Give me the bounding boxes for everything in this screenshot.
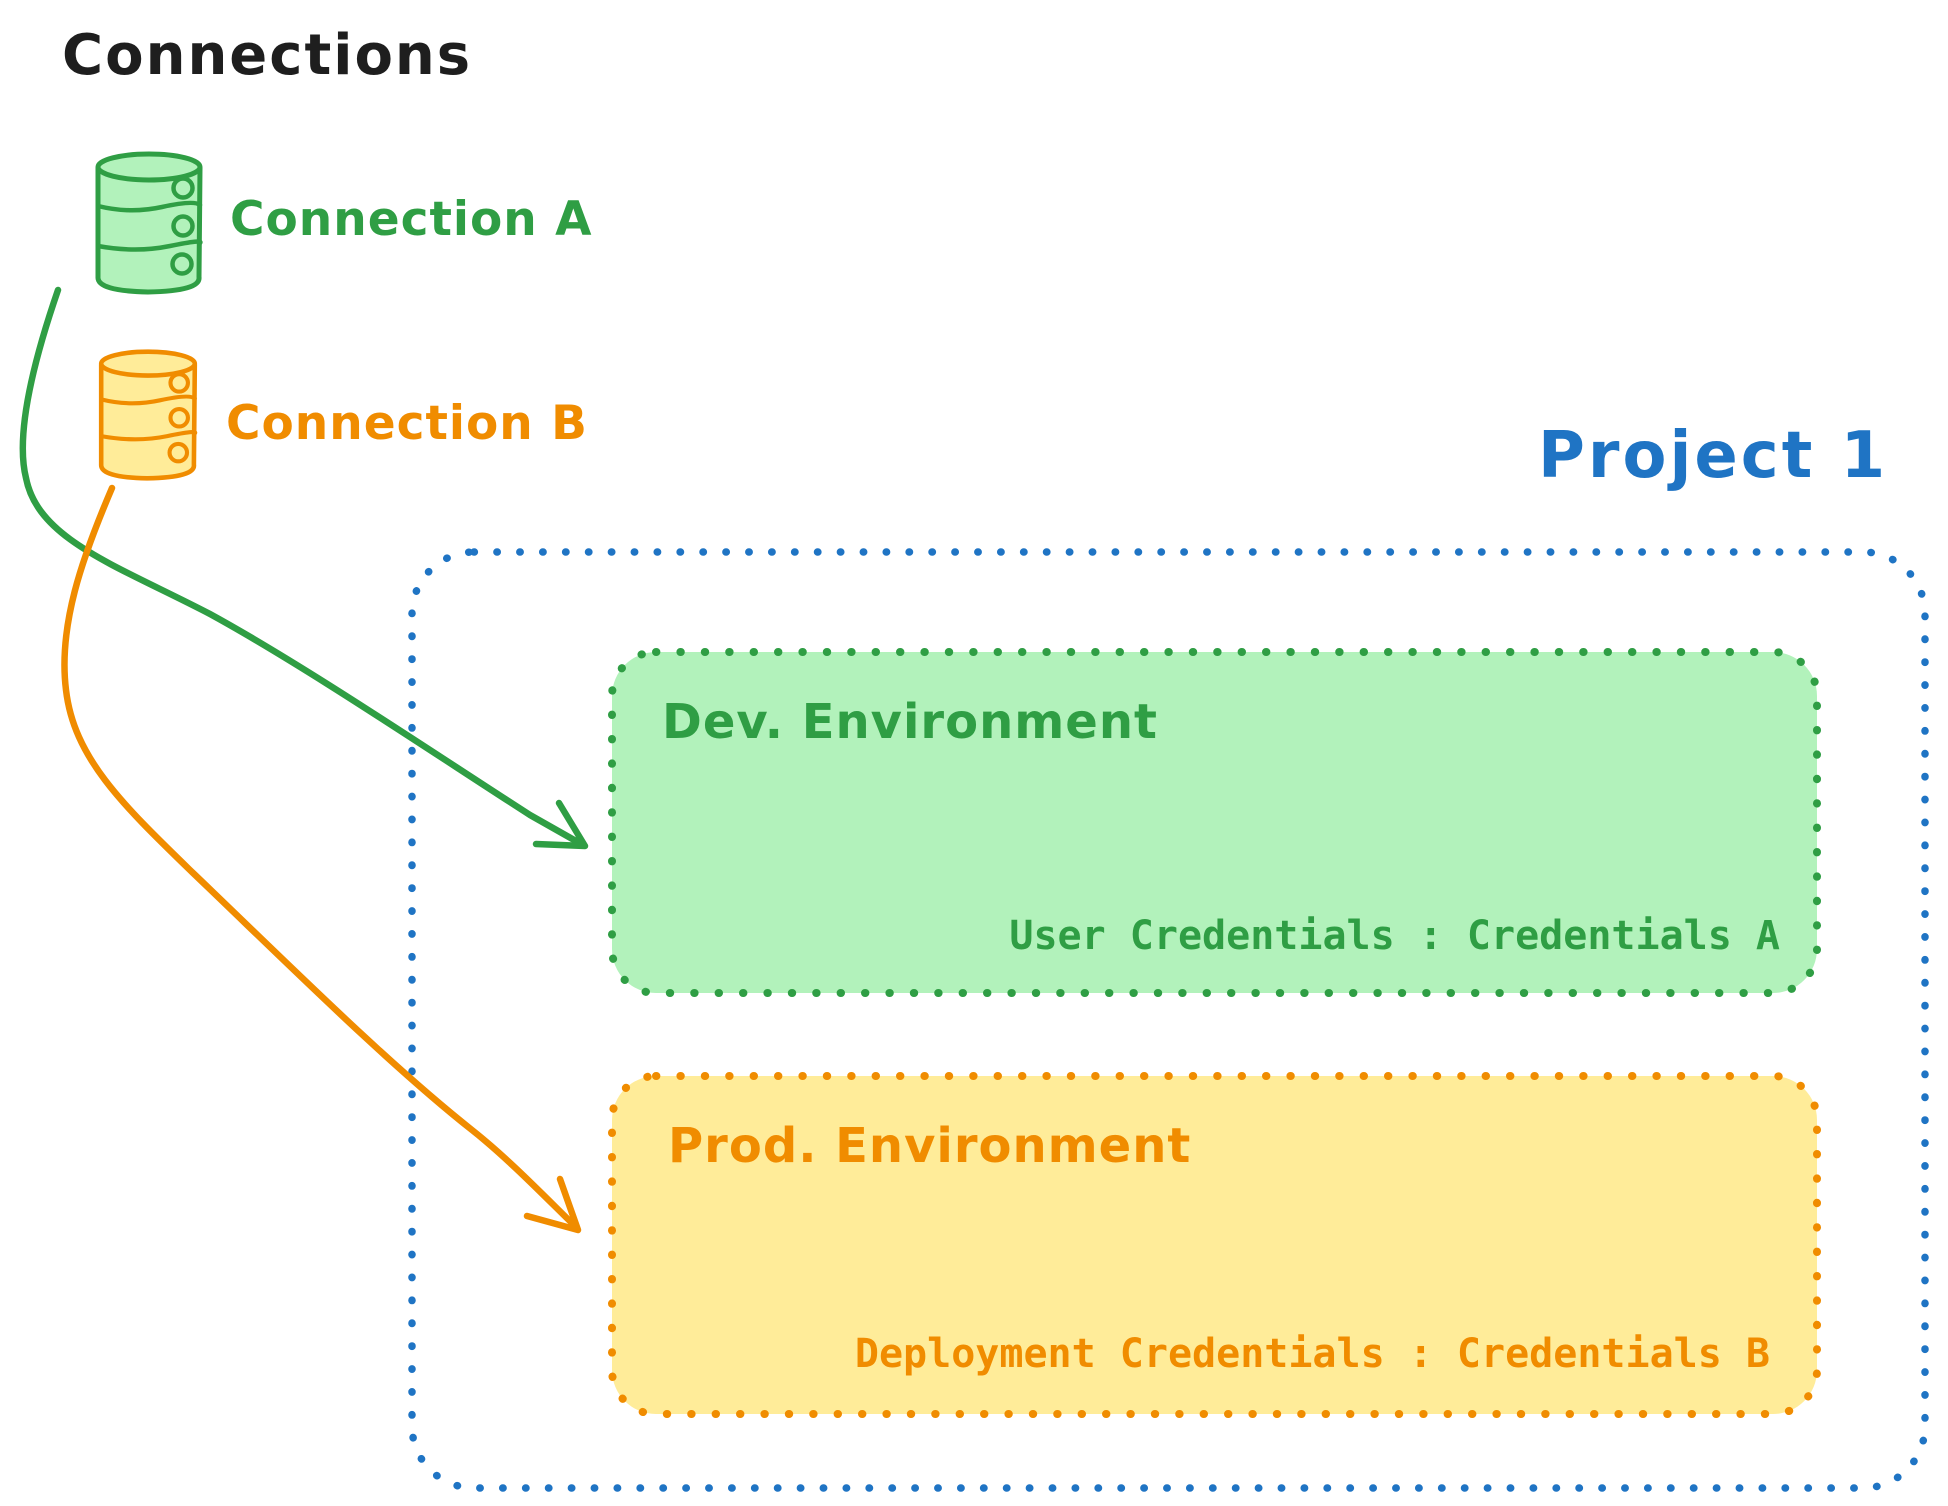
arrow-connection-b-to-prod bbox=[61, 484, 582, 1234]
project-box bbox=[408, 548, 1929, 1492]
dev-environment-box bbox=[608, 648, 1821, 997]
arrowhead bbox=[523, 1175, 582, 1234]
prod-environment-credentials: Deployment Credentials : Credentials B bbox=[854, 1331, 1770, 1377]
database-icon bbox=[95, 151, 203, 295]
prod-environment-title: Prod. Environment bbox=[668, 1118, 1192, 1174]
arrow-connection-a-to-dev bbox=[19, 286, 589, 850]
arrowhead bbox=[532, 799, 589, 850]
dev-environment-credentials: User Credentials : Credentials A bbox=[1009, 913, 1780, 959]
connection-b-label: Connection B bbox=[226, 396, 588, 451]
connection-a-label: Connection A bbox=[230, 192, 593, 247]
prod-environment-box bbox=[608, 1072, 1821, 1418]
project-title: Project 1 bbox=[1538, 419, 1889, 493]
page-title: Connections bbox=[62, 23, 473, 88]
database-icon bbox=[98, 349, 198, 481]
dev-environment-title: Dev. Environment bbox=[662, 694, 1158, 750]
